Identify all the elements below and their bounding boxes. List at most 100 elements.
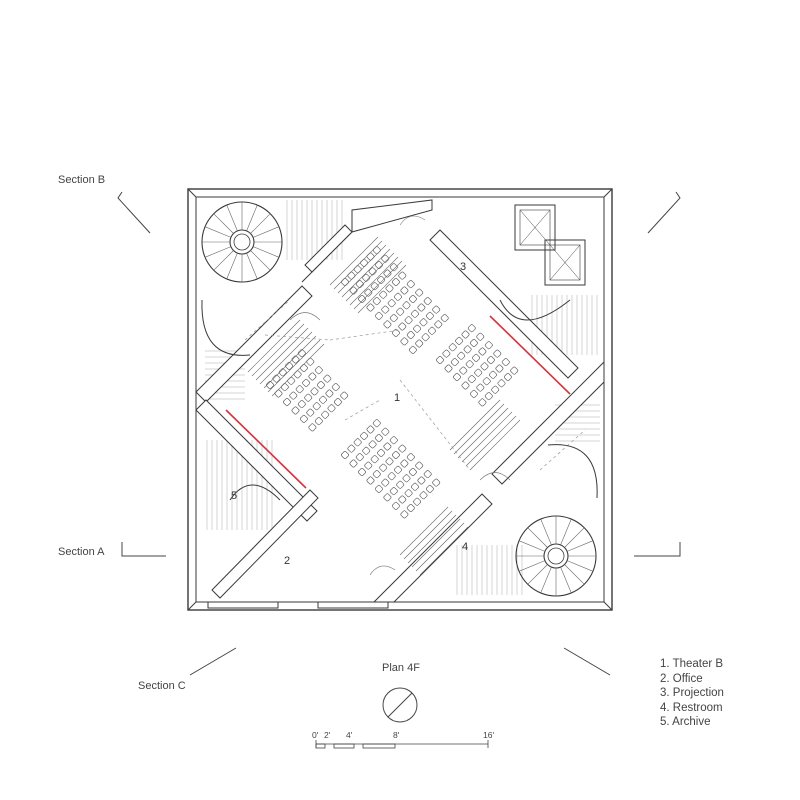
step-line [259,331,313,385]
seat [415,461,424,470]
section-markers [117,191,681,676]
seat [404,489,413,498]
seat [372,470,381,478]
seat [440,314,449,322]
seat [387,472,396,481]
seat [321,410,330,419]
spiral-tread [250,213,271,234]
step-line [349,256,399,306]
seat [419,491,428,500]
seat [467,324,476,333]
seat [287,376,296,385]
seat [375,485,383,493]
outer-walls [187,188,613,611]
spiral-tread [527,564,548,585]
seat [312,402,321,411]
seat [426,485,434,493]
seat [448,343,457,352]
seat [266,381,274,389]
spiral-tread [226,204,238,232]
seat [364,461,373,470]
spiral-tread [252,226,280,238]
seat [331,383,340,391]
step-line [419,526,469,576]
seat [272,374,281,383]
step-line [267,339,321,393]
seat [383,269,392,278]
seat [389,487,398,495]
seat [419,318,428,327]
seat [404,316,413,325]
seat [366,303,375,312]
seat [474,368,483,377]
seat [379,290,388,299]
spiral-tread [213,250,234,271]
spiral-stair-upper [201,201,283,356]
step-line [333,240,383,290]
spiral-tread [540,566,552,594]
seat [493,349,502,358]
seat [319,395,327,404]
seat [377,449,385,457]
step-line [449,399,501,451]
step-line [345,252,395,302]
dashed-lines [244,299,586,471]
spiral-tread [246,204,258,232]
scale-label-2: 2' [324,730,331,740]
step-line [247,319,301,373]
seat [291,406,300,415]
seat [423,297,432,305]
seat [300,415,308,423]
spiral-tread [252,246,280,258]
seating-rows [266,246,519,519]
seat [482,377,491,386]
room-number-3: 3 [460,261,467,273]
spiral-tread [566,540,594,552]
seat [409,295,417,303]
seat [392,502,400,510]
seat [415,288,424,297]
plan-title: Plan 4F [382,662,420,674]
seat [406,504,415,512]
seat [306,408,315,417]
seat [489,370,497,379]
seat [340,391,349,400]
seat [302,379,310,387]
spiral-tread [564,564,585,585]
seat [406,453,415,461]
seat [360,432,368,440]
seat [398,271,407,280]
step-line [271,343,325,397]
step-line [411,518,461,568]
seat [383,442,392,451]
seat [470,390,478,398]
seat [308,423,317,432]
seat [396,307,405,316]
screen-lines [225,315,571,489]
seat [409,346,417,354]
spiral-tread [560,518,572,546]
seat [402,301,411,310]
seat [314,417,323,425]
step-line [407,514,457,564]
legend-item: 5. Archive [660,716,711,729]
seat [372,297,381,305]
legend-item: 1. Theater B [660,658,724,670]
seat [470,339,478,347]
step-line [353,260,403,310]
spiral-tread [213,213,234,234]
seat [423,470,432,478]
room-legend: 1. Theater B 2. Office 3. Projection 4. … [660,657,724,730]
step-line [465,415,517,467]
seat [293,370,302,379]
seat [415,339,424,348]
seat [364,288,373,297]
seat [417,476,426,485]
seat [421,333,430,342]
legend-item: 4. Restroom [660,701,723,714]
section-c-label: Section C [138,680,186,692]
seat [467,375,476,383]
seat [366,476,375,485]
seat [362,446,371,455]
seat [377,276,385,284]
